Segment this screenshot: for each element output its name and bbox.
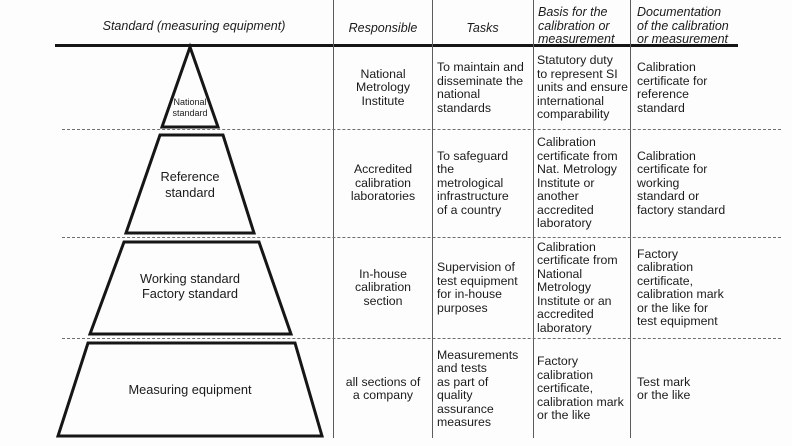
column-header-standard: Standard (measuring equipment) [102,19,286,33]
calibration-pyramid [55,42,324,438]
pyramid-level-national-shape [159,42,221,129]
pyramid-level-measuring-shape [55,341,324,438]
cell-reference-responsible: Accredited calibration laboratories [350,162,416,204]
column-divider-1 [333,0,334,438]
column-divider-2 [432,0,433,438]
cell-working-tasks: Supervision of test equipment for in-hou… [437,260,518,315]
pyramid-level-working-shape [87,240,294,336]
cell-reference-documentation: Calibration certificate for working stan… [637,148,726,217]
column-divider-4 [630,0,631,438]
pyramid-label-national-standard: National standard [172,97,208,118]
header-separator-line [55,44,738,47]
column-header-responsible: Responsible [348,21,418,35]
row-divider-2 [62,237,781,238]
column-divider-3 [533,0,534,438]
row-divider-1 [62,129,781,130]
pyramid-label-working-standard: Working standard Factory standard [139,271,241,301]
column-header-documentation: Documentation of the calibration or meas… [637,5,729,46]
cell-measuring-responsible: all sections of a company [345,374,421,402]
cell-national-responsible: National Metrology Institute [356,66,410,108]
cell-reference-tasks: To safeguard the metrological infrastruc… [437,148,509,217]
pyramid-label-reference-standard: Reference standard [160,169,220,200]
cell-measuring-basis: Factory calibration certificate, calibra… [537,354,624,423]
cell-national-tasks: To maintain and disseminate the national… [437,60,524,115]
column-header-tasks: Tasks [466,21,499,35]
cell-national-basis: Statutory duty to represent SI units and… [537,53,628,122]
pyramid-level-reference-shape [123,133,257,235]
row-divider-3 [62,338,781,339]
cell-reference-basis: Calibration certificate from Nat. Metrol… [537,135,618,231]
cell-working-basis: Calibration certificate from National Me… [537,239,618,335]
column-header-basis: Basis for the calibration or measurement [538,5,615,46]
cell-measuring-tasks: Measurements and tests as part of qualit… [437,347,519,429]
pyramid-label-measuring-equipment: Measuring equipment [128,382,252,397]
cell-measuring-documentation: Test mark or the like [637,374,691,402]
cell-working-responsible: In-house calibration section [354,266,412,308]
cell-national-documentation: Calibration certificate for reference st… [637,60,708,115]
cell-working-documentation: Factory calibration certificate, calibra… [637,246,724,328]
